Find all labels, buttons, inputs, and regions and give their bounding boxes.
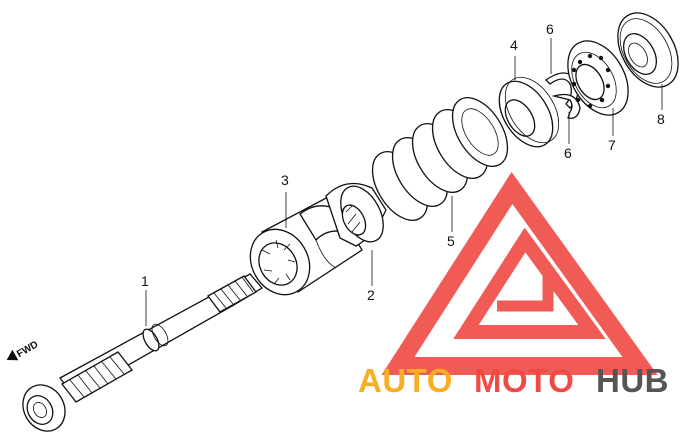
- fwd-direction-marker: FWD: [6, 339, 40, 361]
- fwd-label: FWD: [15, 339, 40, 360]
- part-8-seal: [617, 12, 679, 88]
- callout-1: 1: [141, 273, 149, 289]
- callout-5: 5: [447, 233, 455, 249]
- callout-3: 3: [281, 172, 289, 188]
- part-7-bearing: [567, 40, 629, 116]
- arrow-left-icon: [6, 349, 19, 361]
- watermark-logo: [381, 171, 658, 375]
- callout-8: 8: [657, 111, 665, 127]
- callout-4: 4: [510, 37, 518, 53]
- logo-g-mark-icon: [497, 275, 554, 312]
- logo-triangle-icon: [381, 171, 658, 375]
- part-5-spring: [371, 97, 509, 221]
- callout-7: 7: [608, 137, 616, 153]
- part-4-washer: [498, 76, 560, 148]
- part-1-shaft: [22, 273, 263, 432]
- callout-2: 2: [367, 287, 375, 303]
- part-2-cam-plate: [325, 182, 387, 247]
- callout-numbers: 1 2 3 4 5 6 6 7 8: [141, 21, 665, 303]
- callout-6-bottom: 6: [564, 145, 572, 161]
- watermark-word-moto: MOTO: [474, 362, 574, 399]
- callout-leaders: [145, 38, 663, 326]
- watermark-word-hub: HUB: [596, 362, 669, 399]
- logo-inner-triangle-icon: [453, 227, 606, 339]
- callout-6-top: 6: [546, 21, 554, 37]
- watermark-text: AUTO MOTO HUB: [358, 362, 669, 399]
- watermark-word-auto: AUTO: [358, 362, 453, 399]
